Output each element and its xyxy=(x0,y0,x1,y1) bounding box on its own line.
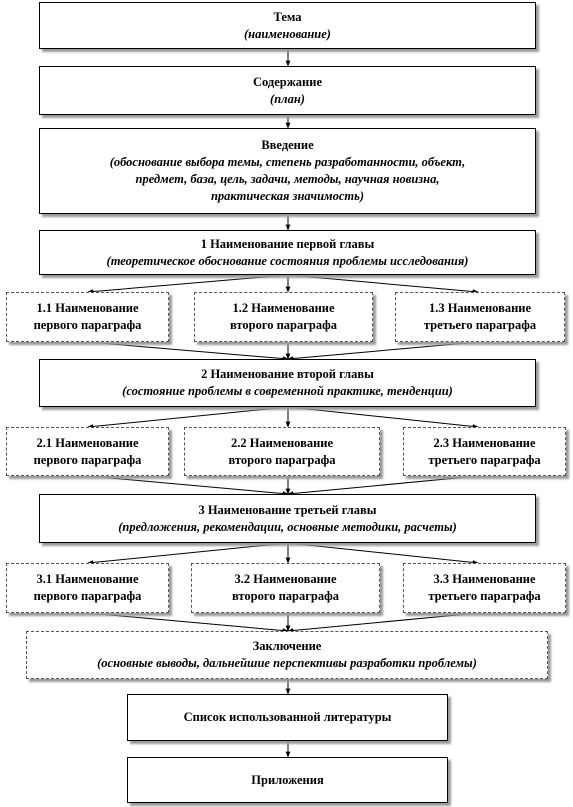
paragraph-3-1-line-1: 3.1 Наименование xyxy=(36,572,139,587)
conclusion-subtitle: (основные выводы, дальнейшие перспективы… xyxy=(97,656,477,670)
contents-title: Содержание xyxy=(252,74,322,89)
paragraph-2-2-box: 2.2 Наименование второго параграфа xyxy=(184,427,380,476)
chapter-3-box: 3 Наименование третьей главы (предложени… xyxy=(39,494,536,543)
paragraph-3-2-line-1: 3.2 Наименование xyxy=(234,572,337,587)
paragraph-2-2-line-1: 2.2 Наименование xyxy=(230,435,334,450)
chapter-2-title: 2 Наименование второй главы xyxy=(201,367,374,382)
paragraph-2-1-box: 2.1 Наименование первого параграфа xyxy=(6,427,169,476)
references-title: Список использованной литературы xyxy=(183,710,392,725)
paragraph-1-2-line-2: второго параграфа xyxy=(229,318,338,332)
paragraph-3-1-line-2: первого параграфа xyxy=(33,589,142,603)
theme-subtitle: (наименование) xyxy=(244,26,331,41)
paragraph-1-3-line-1: 1.3 Наименование xyxy=(428,301,532,316)
chapter-3-subtitle: (предложения, рекомендации, основные мет… xyxy=(118,519,457,534)
conclusion-title: Заключение xyxy=(252,639,322,654)
contents-box: Содержание (план) xyxy=(39,66,536,115)
paragraph-1-1-line-1: 1.1 Наименование xyxy=(36,301,139,316)
chapter-2-subtitle: (состояние проблемы в современной практи… xyxy=(122,384,453,398)
paragraph-3-3-line-2: третьего параграфа xyxy=(428,589,541,603)
paragraph-1-3-line-2: третьего параграфа xyxy=(423,318,537,332)
paragraph-1-1-box: 1.1 Наименование первого параграфа xyxy=(6,292,169,342)
paragraph-1-2-box: 1.2 Наименование второго параграфа xyxy=(194,292,373,342)
paragraph-2-3-line-2: третьего параграфа xyxy=(428,452,541,467)
paragraph-1-1-line-2: первого параграфа xyxy=(33,318,142,332)
chapter-1-box: 1 Наименование первой главы (теоретическ… xyxy=(39,230,536,275)
paragraph-3-1-box: 3.1 Наименование первого параграфа xyxy=(6,563,169,613)
introduction-subtitle-line-1: (обоснование выбора темы, степень разраб… xyxy=(109,155,466,170)
references-box: Список использованной литературы xyxy=(127,694,448,741)
chapter-1-title: 1 Наименование первой главы xyxy=(200,236,375,251)
chapter-2-box: 2 Наименование второй главы (состояние п… xyxy=(39,359,536,407)
paragraph-3-3-box: 3.3 Наименование третьего параграфа xyxy=(403,563,566,613)
chapter-3-title: 3 Наименование третьей главы xyxy=(198,502,377,517)
paragraph-1-2-line-1: 1.2 Наименование xyxy=(232,301,335,316)
contents-subtitle: (план) xyxy=(270,91,305,106)
appendices-title: Приложения xyxy=(251,772,324,787)
conclusion-box: Заключение (основные выводы, дальнейшие … xyxy=(26,631,548,679)
introduction-title: Введение xyxy=(261,138,314,153)
paragraph-3-2-line-2: второго параграфа xyxy=(231,589,340,603)
paragraph-2-1-line-1: 2.1 Наименование xyxy=(36,435,139,450)
paragraph-2-1-line-2: первого параграфа xyxy=(33,452,142,467)
chapter-1-subtitle: (теоретическое обоснование состояния про… xyxy=(106,253,469,268)
paragraph-3-2-box: 3.2 Наименование второго параграфа xyxy=(191,563,380,613)
paragraph-3-3-line-1: 3.3 Наименование xyxy=(433,572,536,587)
paragraph-2-2-line-2: второго параграфа xyxy=(228,452,336,467)
introduction-subtitle-line-3: практическая значимость) xyxy=(210,188,364,203)
paragraph-2-3-line-1: 2.3 Наименование xyxy=(433,435,536,450)
theme-box: Тема (наименование) xyxy=(39,2,536,49)
appendices-box: Приложения xyxy=(127,757,448,803)
introduction-box: Введение (обоснование выбора темы, степе… xyxy=(39,128,536,214)
introduction-subtitle-line-2: предмет, база, цель, задачи, методы, нау… xyxy=(135,172,440,186)
theme-title: Тема xyxy=(273,9,302,24)
paragraph-2-3-box: 2.3 Наименование третьего параграфа xyxy=(403,427,566,476)
paragraph-1-3-box: 1.3 Наименование третьего параграфа xyxy=(395,292,565,342)
